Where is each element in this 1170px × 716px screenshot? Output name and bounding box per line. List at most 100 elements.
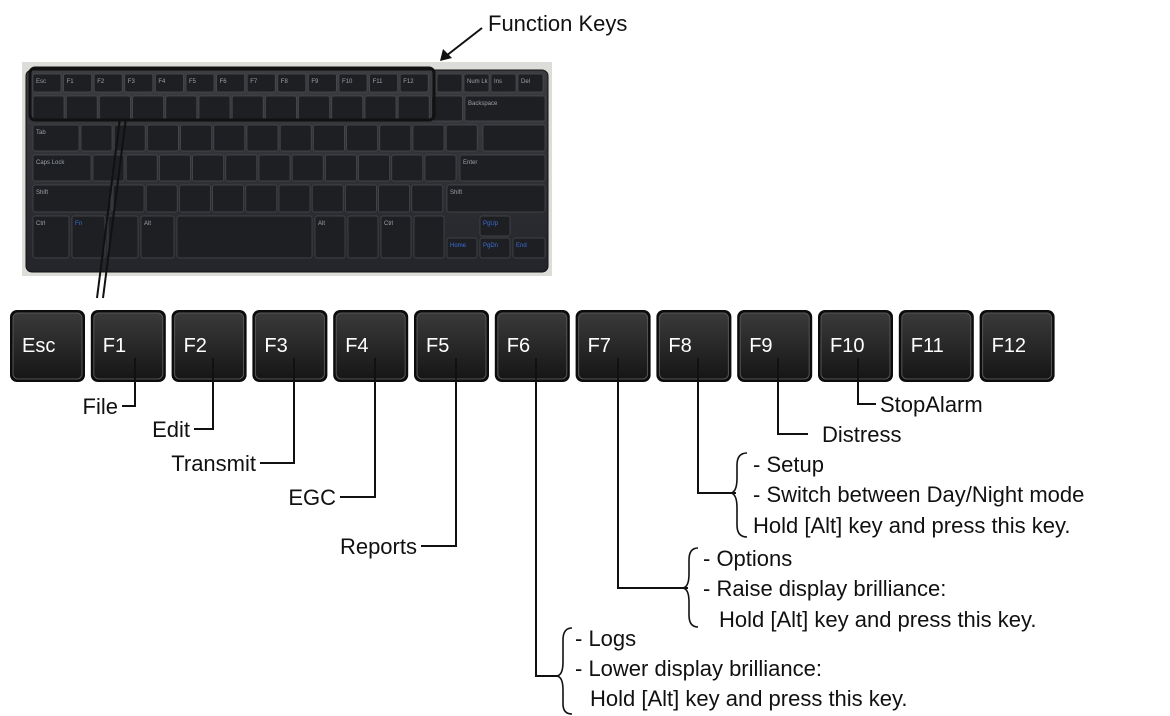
key-label: F2: [184, 335, 207, 357]
photo-key: F12: [399, 73, 429, 93]
key-label: F7: [588, 335, 611, 357]
photo-key: [482, 124, 546, 152]
key-f6[interactable]: F6: [494, 310, 570, 382]
photo-key: [92, 154, 125, 182]
photo-key: F2: [93, 73, 123, 93]
key-f2[interactable]: F2: [171, 310, 247, 382]
photo-key: [412, 124, 445, 152]
leader-lines: [122, 358, 876, 677]
photo-key: [180, 124, 212, 152]
photo-key: [80, 124, 113, 152]
svg-text:F9: F9: [311, 79, 319, 85]
svg-text:End: End: [516, 243, 527, 249]
photo-key: [125, 154, 158, 182]
photo-key: [231, 95, 264, 122]
svg-text:Enter: Enter: [463, 160, 477, 166]
annotation-f7-line2: - Raise display brilliance:: [703, 576, 946, 601]
photo-key: [165, 95, 198, 122]
photo-key: [145, 184, 178, 213]
photo-key: [298, 95, 330, 122]
photo-key: [99, 95, 131, 122]
photo-key: F11: [369, 73, 398, 93]
photo-key: [436, 73, 463, 93]
key-label: F3: [264, 335, 287, 357]
photo-key: F6: [216, 73, 245, 93]
svg-text:Backspace: Backspace: [468, 101, 498, 107]
photo-key: Fn: [71, 215, 106, 259]
photo-key: [198, 95, 231, 122]
photo-key: [225, 154, 258, 182]
function-keys-highlight: [28, 66, 436, 122]
svg-text:Ins: Ins: [494, 79, 502, 85]
annotation-f7-line3: Hold [Alt] key and press this key.: [719, 607, 1037, 632]
annotation-transmit: Transmit: [171, 451, 256, 476]
svg-text:Num Lk: Num Lk: [467, 79, 489, 85]
annotation-f7-line1: - Options: [703, 546, 792, 571]
photo-key: [213, 124, 246, 152]
photo-key: F9: [308, 73, 337, 93]
key-f12[interactable]: F12: [979, 310, 1055, 382]
photo-key: PgUp: [479, 215, 511, 237]
callout-arrow-line: [445, 27, 483, 57]
photo-key: F8: [277, 73, 307, 93]
photo-key: [313, 124, 345, 152]
svg-text:Shift: Shift: [36, 190, 48, 196]
brace-marks: [555, 452, 748, 715]
annotation-f6-line2: - Lower display brilliance:: [575, 656, 822, 681]
photo-leader-line: [102, 117, 127, 299]
key-label: F4: [345, 335, 368, 357]
svg-text:F8: F8: [281, 79, 289, 85]
key-f8[interactable]: F8: [656, 310, 732, 382]
svg-text:F3: F3: [128, 79, 136, 85]
photo-key: [391, 154, 424, 182]
key-label: F8: [668, 335, 691, 357]
photo-key: [65, 95, 98, 122]
photo-key: Home: [446, 237, 478, 259]
key-f4[interactable]: F4: [333, 310, 409, 382]
photo-key: [192, 154, 224, 182]
photo-key: [358, 154, 390, 182]
photo-key: [345, 184, 377, 213]
photo-key: [132, 95, 164, 122]
key-f3[interactable]: F3: [252, 310, 328, 382]
photo-key: Caps Lock: [32, 154, 92, 182]
photo-key: F7: [246, 73, 276, 93]
key-label: F6: [507, 335, 530, 357]
key-f11[interactable]: F11: [898, 310, 974, 382]
photo-key: [32, 95, 65, 122]
svg-text:F6: F6: [220, 79, 228, 85]
svg-text:Fn: Fn: [75, 221, 82, 227]
key-f10[interactable]: F10: [818, 310, 893, 382]
photo-key: [331, 95, 364, 122]
annotation-edit: Edit: [152, 417, 190, 442]
key-label: Esc: [22, 335, 55, 357]
svg-text:Ctrl: Ctrl: [36, 221, 45, 227]
svg-text:F2: F2: [97, 79, 105, 85]
photo-key: [378, 184, 410, 213]
photo-key: Backspace: [464, 95, 546, 122]
svg-text:Caps Lock: Caps Lock: [36, 160, 65, 166]
svg-text:F1: F1: [67, 79, 75, 85]
key-f9[interactable]: F9: [737, 310, 813, 382]
annotation-reports: Reports: [340, 534, 417, 559]
photo-key: [179, 184, 211, 213]
key-label: F5: [426, 335, 449, 357]
photo-key: [424, 154, 457, 182]
svg-text:PgDn: PgDn: [483, 243, 498, 249]
function-keys-label: Function Keys: [488, 11, 627, 36]
photo-key: Alt: [314, 215, 346, 259]
key-f1[interactable]: F1: [90, 310, 166, 382]
key-f5[interactable]: F5: [414, 310, 489, 382]
photo-key: [265, 95, 297, 122]
key-esc[interactable]: Esc: [10, 310, 85, 382]
photo-key: F3: [124, 73, 154, 93]
key-label: F10: [830, 335, 864, 357]
photo-key: Ins: [490, 73, 517, 93]
photo-key: Shift: [32, 184, 112, 213]
svg-text:F5: F5: [189, 79, 197, 85]
photo-key: Shift: [446, 184, 546, 213]
photo-key: Tab: [32, 124, 80, 152]
key-f7[interactable]: F7: [575, 310, 651, 382]
photo-key: [291, 154, 324, 182]
